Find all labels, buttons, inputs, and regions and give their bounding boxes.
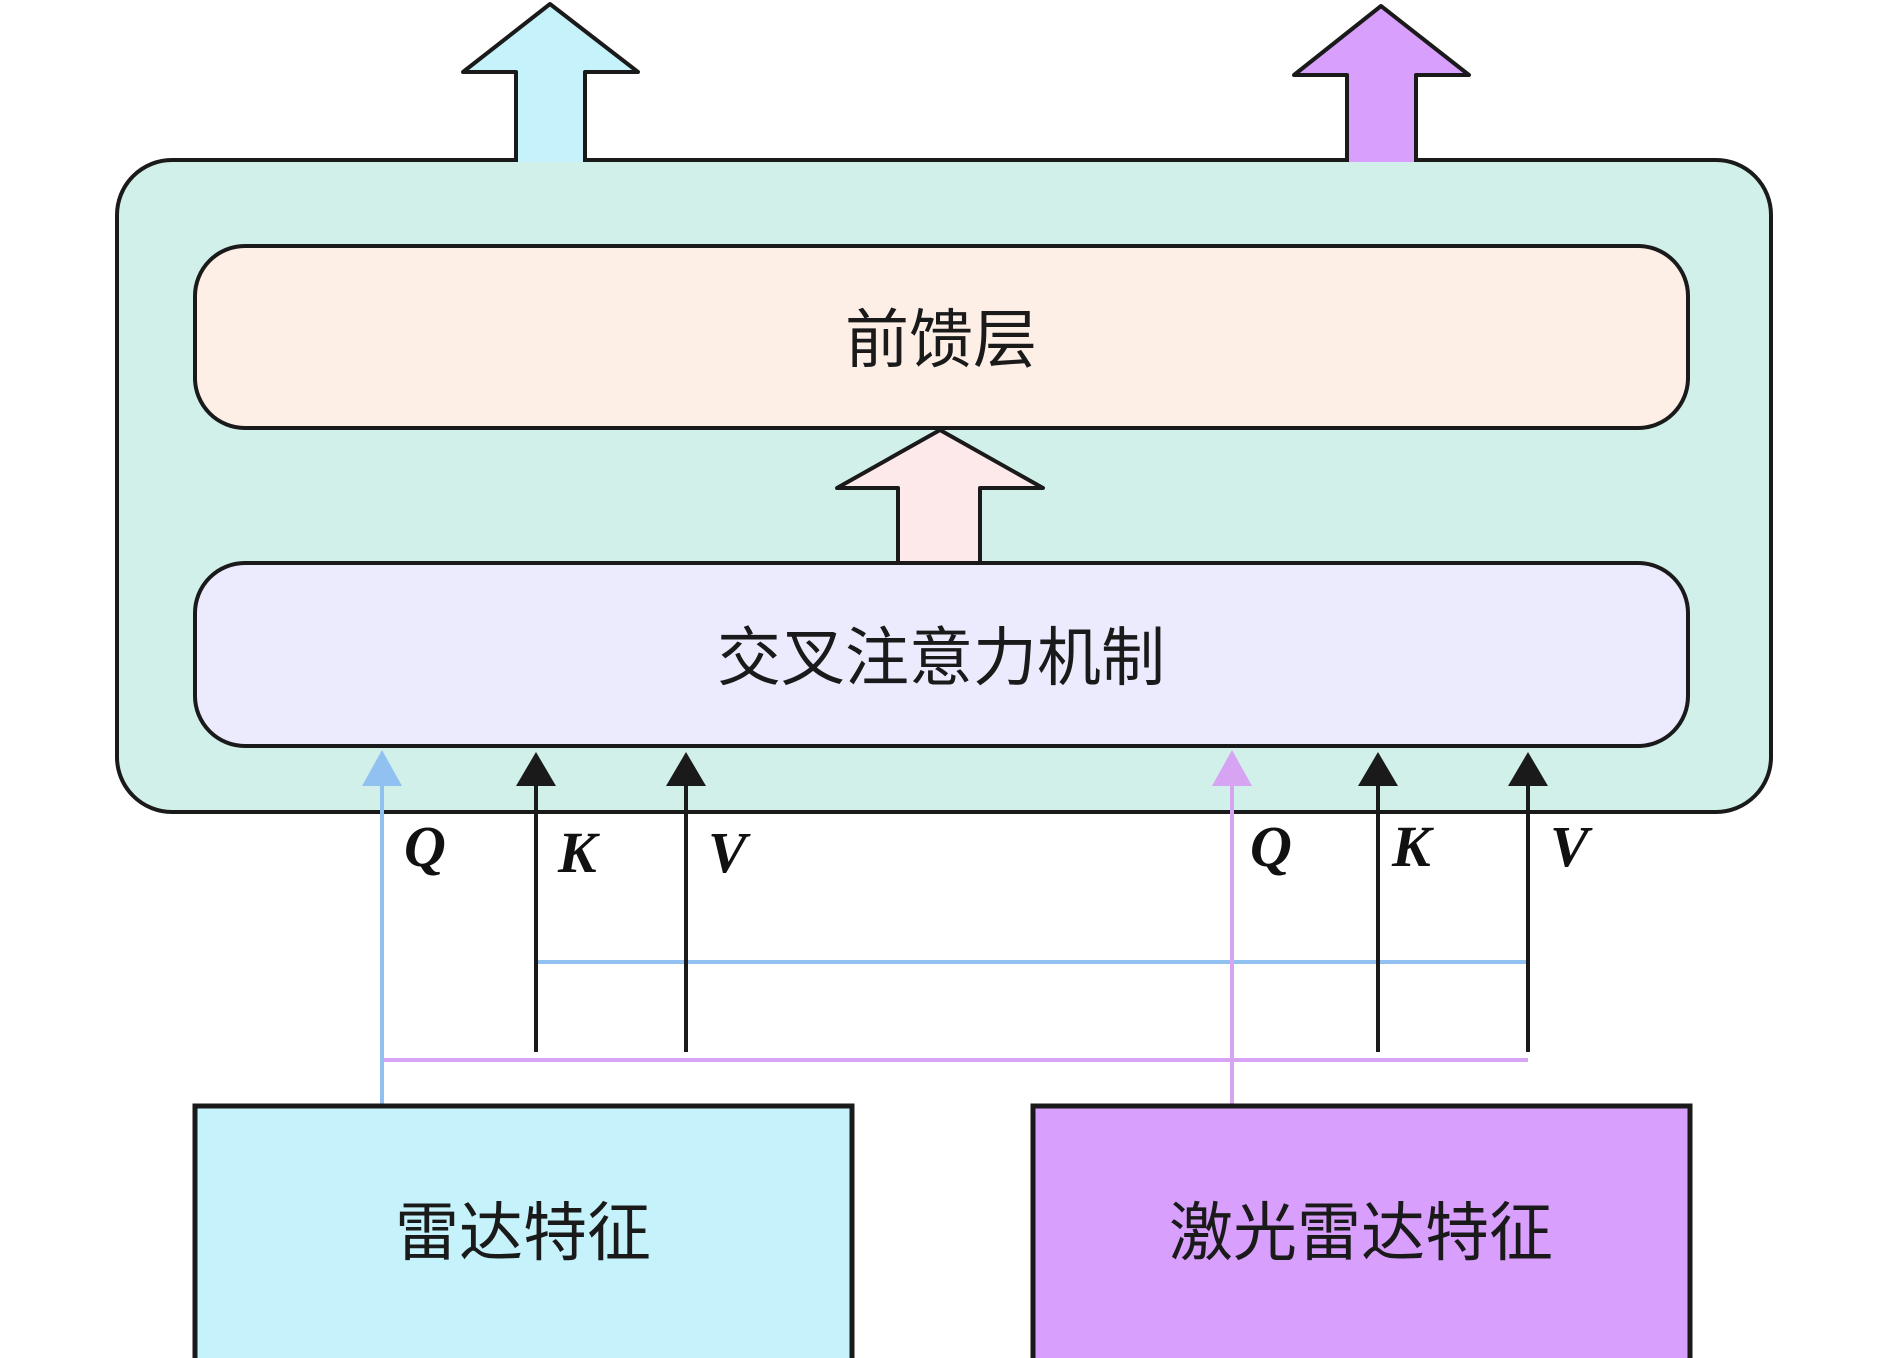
left-k-label: K xyxy=(557,820,600,885)
lidar-output-arrow xyxy=(1292,4,1471,164)
left-v-label: V xyxy=(708,820,751,885)
left-k-arrowhead xyxy=(516,752,556,786)
radar-feature-box xyxy=(192,1103,855,1358)
right-k-label: K xyxy=(1391,814,1434,879)
lidar-feature-box xyxy=(1030,1103,1693,1358)
right-k-arrowhead xyxy=(1358,752,1398,786)
left-q-arrowhead xyxy=(362,750,402,786)
left-v-arrowhead xyxy=(666,752,706,786)
lidar-arrow-join xyxy=(1349,157,1414,162)
right-v-label: V xyxy=(1550,814,1593,879)
cross-attention-label: 交叉注意力机制 xyxy=(717,622,1165,696)
right-q-arrowhead xyxy=(1212,750,1252,786)
right-q-label: Q xyxy=(1250,814,1292,879)
lidar-feature-label: 激光雷达特征 xyxy=(1169,1197,1553,1271)
left-q-label: Q xyxy=(404,814,446,879)
radar-arrow-join xyxy=(518,157,583,162)
radar-output-arrow xyxy=(461,2,640,164)
right-v-arrowhead xyxy=(1508,752,1548,786)
feedforward-layer-box xyxy=(193,244,1690,430)
radar-feature-label: 雷达特征 xyxy=(395,1197,651,1271)
cross-attention-box xyxy=(193,561,1690,748)
feedforward-layer-label: 前馈层 xyxy=(845,304,1037,378)
